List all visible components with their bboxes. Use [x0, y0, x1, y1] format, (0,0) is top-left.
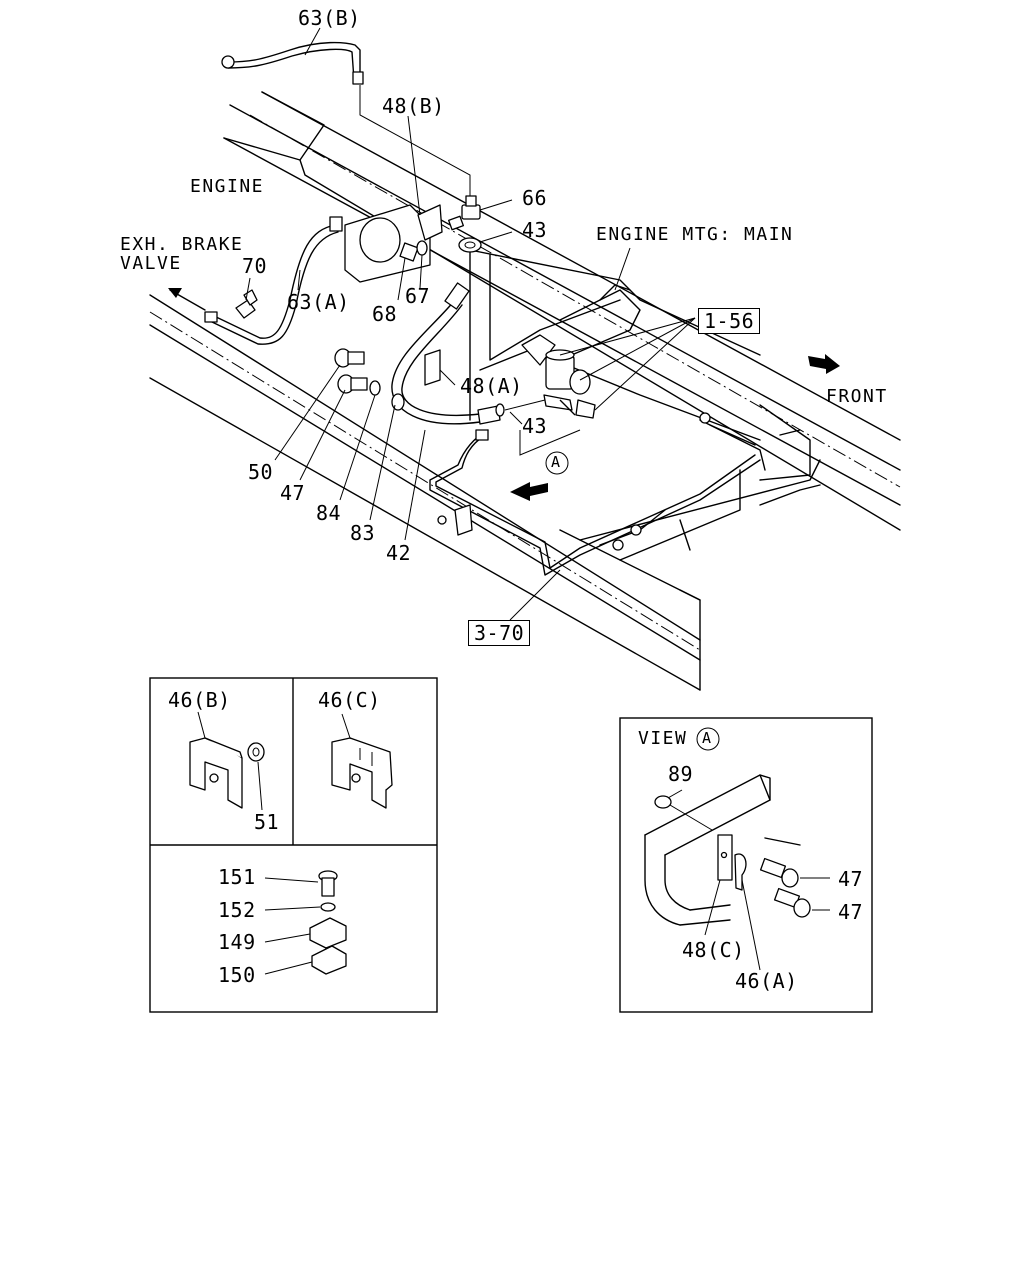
- label-43-mid: 43: [522, 414, 548, 438]
- label-63a: 63(A): [287, 290, 350, 314]
- circle-markers: [545, 451, 720, 751]
- label-152: 152: [218, 898, 256, 922]
- label-48b: 48(B): [382, 94, 445, 118]
- label-46b: 46(B): [168, 688, 231, 712]
- clamp-46b-drawing: [189, 711, 265, 811]
- engine-block: [344, 204, 431, 283]
- label-47-lower: 47: [838, 900, 864, 924]
- label-70: 70: [242, 254, 268, 278]
- solenoid-valve: [495, 334, 596, 456]
- pipes: [204, 41, 766, 576]
- clamp-assembly-drawing: [264, 870, 347, 975]
- label-47-upper: 47: [838, 867, 864, 891]
- direction-arrows: [168, 288, 840, 501]
- clamp-46c-drawing: [331, 713, 393, 809]
- leader-lines: [245, 27, 696, 621]
- label-68: 68: [372, 302, 398, 326]
- label-42: 42: [386, 541, 412, 565]
- label-150: 150: [218, 963, 256, 987]
- label-51: 51: [254, 810, 280, 834]
- label-66: 66: [522, 186, 548, 210]
- label-48c: 48(C): [682, 938, 745, 962]
- label-46a: 46(A): [735, 969, 798, 993]
- ref-box-1-56[interactable]: 1-56: [698, 308, 761, 334]
- bolts: [334, 348, 368, 394]
- view-circle-a: A: [702, 729, 712, 747]
- label-46c: 46(C): [318, 688, 381, 712]
- label-valve: VALVE: [120, 253, 182, 274]
- label-47: 47: [280, 481, 306, 505]
- label-83: 83: [350, 521, 376, 545]
- label-89: 89: [668, 762, 694, 786]
- label-43-top: 43: [522, 218, 548, 242]
- inset-frames: [149, 677, 873, 1013]
- view-a-drawing: [644, 774, 830, 971]
- label-84: 84: [316, 501, 342, 525]
- label-63b: 63(B): [298, 6, 361, 30]
- circle-a-label: A: [551, 453, 561, 471]
- label-engine: ENGINE: [190, 176, 265, 197]
- label-149: 149: [218, 930, 256, 954]
- label-50: 50: [248, 460, 274, 484]
- union-fitting: [399, 195, 482, 262]
- label-exh-brake: EXH. BRAKE: [120, 234, 244, 255]
- label-48a: 48(A): [460, 374, 523, 398]
- label-151: 151: [218, 865, 256, 889]
- label-front: FRONT: [826, 386, 888, 407]
- label-engine-mtg: ENGINE MTG: MAIN: [596, 224, 794, 245]
- label-view: VIEW: [638, 728, 688, 749]
- label-67: 67: [405, 284, 431, 308]
- ref-box-3-70[interactable]: 3-70: [468, 620, 531, 646]
